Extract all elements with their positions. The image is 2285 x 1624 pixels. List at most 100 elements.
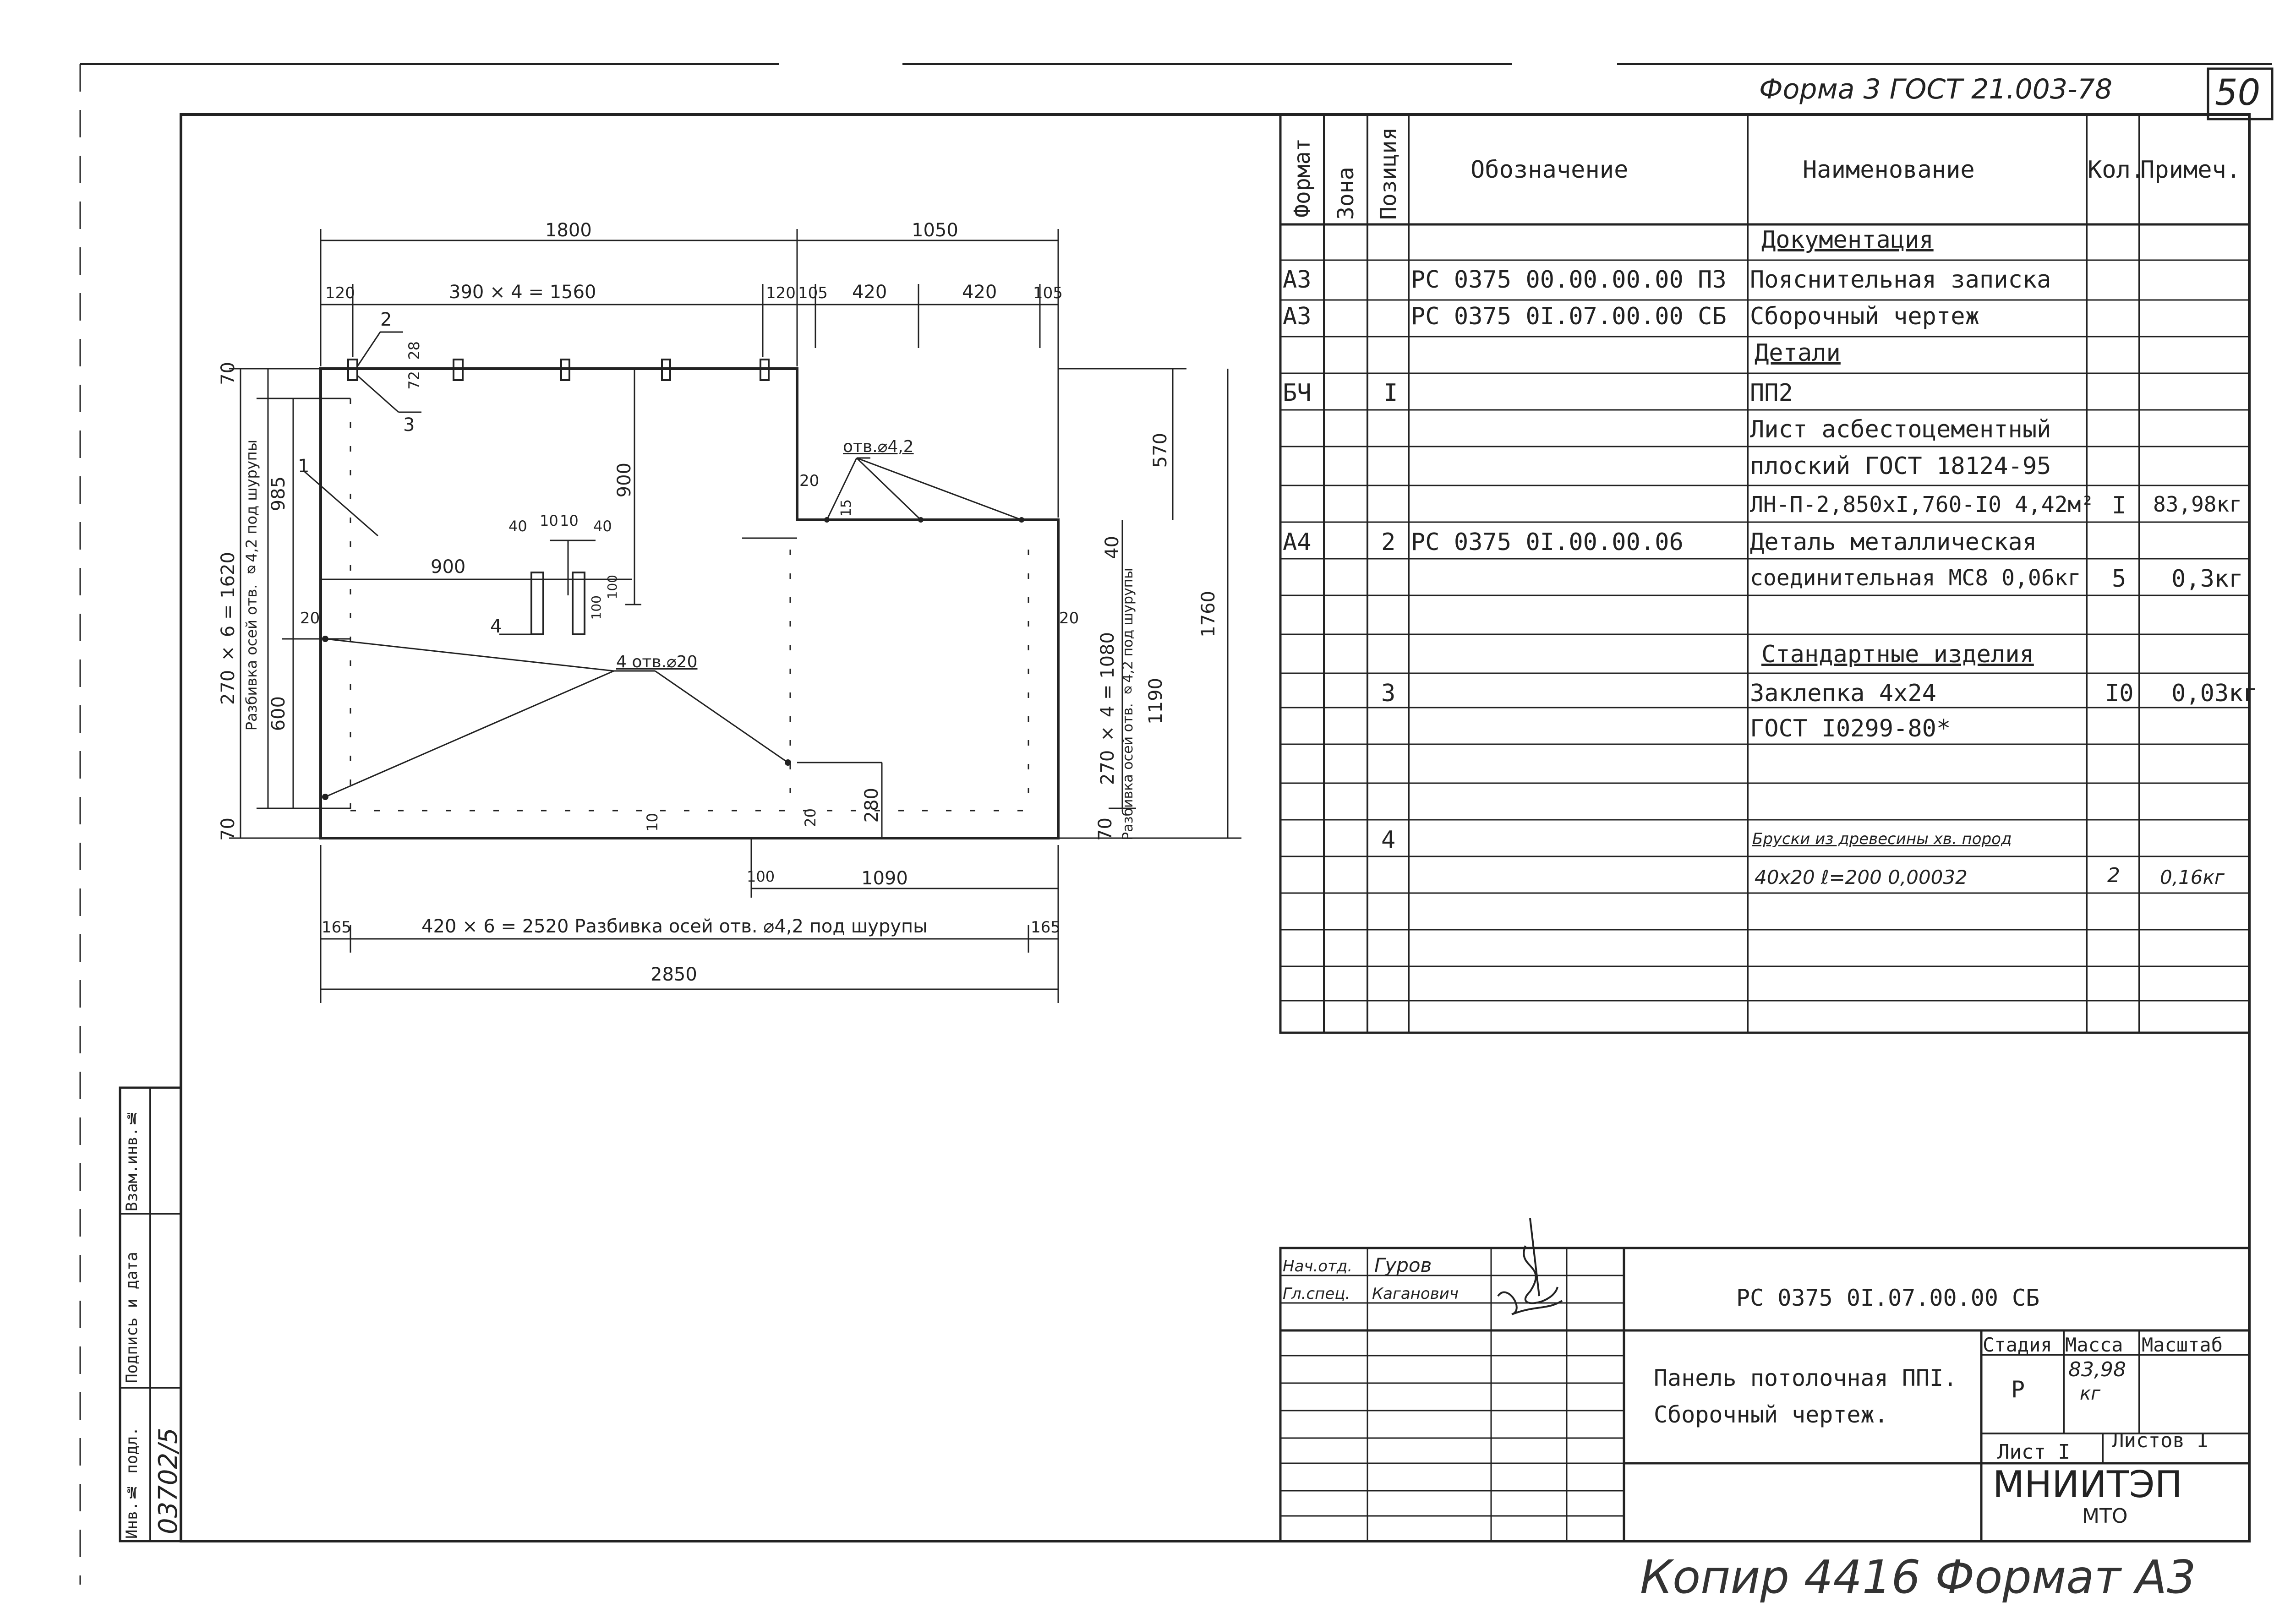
row-16-note: 0,16кг: [2160, 866, 2225, 888]
dim-270x6: 270 × 6 = 1620: [218, 552, 239, 705]
mass-label: Масса: [2065, 1334, 2123, 1356]
name-chief-spec: Каганович: [1372, 1285, 1459, 1303]
title-line-1: Панель потолочная ППI.: [1654, 1365, 1957, 1391]
row-12-name: Заклепка 4х24: [1750, 680, 1936, 707]
dim-40-right: 40: [1102, 536, 1123, 559]
dim-1800: 1800: [545, 220, 592, 241]
role-head-dept: Нач.отд.: [1283, 1257, 1353, 1275]
callout-3: 3: [403, 414, 415, 436]
dim-600: 600: [268, 696, 289, 731]
row-9-name: соединительная МС8 0,06кг: [1750, 565, 2081, 591]
dim-20-notch: 20: [799, 472, 820, 490]
row-1-format: А3: [1283, 266, 1312, 294]
stamp-inv-value: 03702/5: [153, 1428, 183, 1534]
mass-value: 83,98: [2068, 1358, 2126, 1381]
callout-hole-20: 4 отв.⌀20: [616, 653, 698, 671]
dim-900-horizontal: 900: [431, 556, 466, 578]
role-chief-spec: Гл.спец.: [1283, 1285, 1350, 1303]
dim-1190: 1190: [1145, 678, 1166, 725]
row-9-note: 0,3кг: [2171, 565, 2243, 593]
dim-10-a: 10: [540, 512, 558, 529]
dim-15: 15: [838, 499, 854, 517]
row-8-name: Деталь металлическая: [1750, 529, 2037, 556]
dim-420-2: 420: [962, 282, 997, 303]
row-12-pos: 3: [1381, 680, 1396, 707]
dim-20-left: 20: [300, 609, 320, 627]
row-7-note: 83,98кг: [2153, 492, 2242, 517]
row-16-name: 40х20 ℓ=200 0,00032: [1755, 866, 1968, 888]
dim-10-bottom: 10: [644, 813, 661, 832]
row-0-name: Документация: [1761, 226, 1934, 254]
dim-105-left: 105: [798, 284, 828, 302]
row-12-qty: I0: [2105, 680, 2134, 707]
row-15-name: Бруски из древесины хв. пород: [1752, 830, 2012, 848]
dim-420-1: 420: [852, 282, 887, 303]
dim-120-right: 120: [766, 284, 796, 302]
stamp-inv-orig: Инв.№ подл.: [123, 1427, 141, 1539]
dim-280: 280: [861, 788, 882, 823]
row-4-format: БЧ: [1283, 379, 1312, 407]
dim-28: 28: [405, 341, 423, 360]
row-1-designation: РС 0375 00.00.00.00 ПЗ: [1411, 266, 1727, 294]
title-line-2: Сборочный чертеж.: [1654, 1401, 1888, 1428]
scale-label: Масштаб: [2142, 1334, 2223, 1356]
name-head-dept: Гуров: [1374, 1254, 1432, 1276]
header-qty: Кол.: [2088, 156, 2145, 184]
header-note: Примеч.: [2140, 156, 2241, 184]
dim-10-b: 10: [560, 512, 579, 529]
org-name: МНИИТЭП: [1993, 1463, 2182, 1506]
mass-unit: кг: [2080, 1383, 2101, 1404]
dim-1050: 1050: [912, 220, 958, 241]
sheet-label: Лист I: [1997, 1440, 2070, 1464]
stage-value: Р: [2011, 1376, 2025, 1403]
row-7-name: ЛН-П-2,850хI,760-I0 4,42м²: [1750, 492, 2094, 518]
dim-100-bottom: 100: [747, 868, 775, 885]
row-11-name: Стандартные изделия: [1761, 641, 2034, 668]
dim-1090: 1090: [861, 868, 908, 889]
dim-105-right: 105: [1033, 284, 1063, 302]
row-7-qty: I: [2112, 492, 2126, 519]
dim-1760: 1760: [1198, 591, 1219, 638]
row-8-designation: РС 0375 0I.00.00.06: [1411, 529, 1684, 556]
header-zone: Зона: [1333, 167, 1359, 220]
row-8-format: А4: [1283, 529, 1312, 556]
dim-20-right: 20: [1059, 609, 1079, 627]
row-5-name: Лист асбестоцементный: [1750, 416, 2051, 443]
stamp-sign-date: Подпись и дата: [123, 1252, 141, 1383]
callout-1: 1: [298, 456, 310, 477]
row-4-pos: I: [1383, 379, 1398, 407]
dim-70-right: 70: [1095, 817, 1116, 841]
row-15-pos: 4: [1381, 826, 1396, 854]
row-2-name: Сборочный чертеж: [1750, 303, 1979, 330]
callout-hole-4-2: отв.⌀4,2: [843, 437, 914, 456]
dim-left-axis-note: Разбивка осей отв. ⌀4,2 под шурупы: [243, 440, 260, 731]
dim-390x4: 390 × 4 = 1560: [449, 282, 596, 303]
dim-420x6: 420 × 6 = 2520 Разбивка осей отв. ⌀4,2 п…: [421, 916, 928, 937]
row-2-designation: РС 0375 0I.07.00.00 СБ: [1411, 303, 1727, 330]
header-designation: Обозначение: [1470, 156, 1629, 184]
header-name: Наименование: [1803, 156, 1975, 184]
dim-72: 72: [405, 371, 423, 390]
row-2-format: А3: [1283, 303, 1312, 330]
row-12-note: 0,03кг: [2171, 680, 2258, 707]
row-6-name: плоский ГОСТ 18124-95: [1750, 452, 2051, 480]
dim-2850: 2850: [651, 964, 697, 985]
dim-40-b: 40: [593, 518, 612, 535]
dim-900-vertical: 900: [614, 463, 635, 498]
dim-270x4: 270 × 4 = 1080: [1097, 632, 1118, 785]
sheets-label: Листов I: [2112, 1429, 2209, 1452]
dim-120-left: 120: [325, 284, 355, 302]
form-label: Форма 3 ГОСТ 21.003-78: [1759, 73, 2113, 105]
bottom-note: Копир 4416 Формат А3: [1640, 1550, 2196, 1604]
dim-570: 570: [1150, 433, 1171, 468]
dim-985: 985: [268, 476, 289, 512]
header-position: Позиция: [1376, 127, 1401, 220]
row-16-qty: 2: [2107, 864, 2120, 887]
dim-right-axis-note: Разбивка осей отв. ⌀4,2 под шурупы: [1120, 568, 1136, 840]
dim-40-a: 40: [508, 518, 527, 535]
row-9-qty: 5: [2112, 565, 2126, 593]
dim-70-top: 70: [218, 362, 239, 385]
dim-165-right: 165: [1031, 918, 1061, 937]
dim-20-bottom: 20: [802, 808, 819, 827]
